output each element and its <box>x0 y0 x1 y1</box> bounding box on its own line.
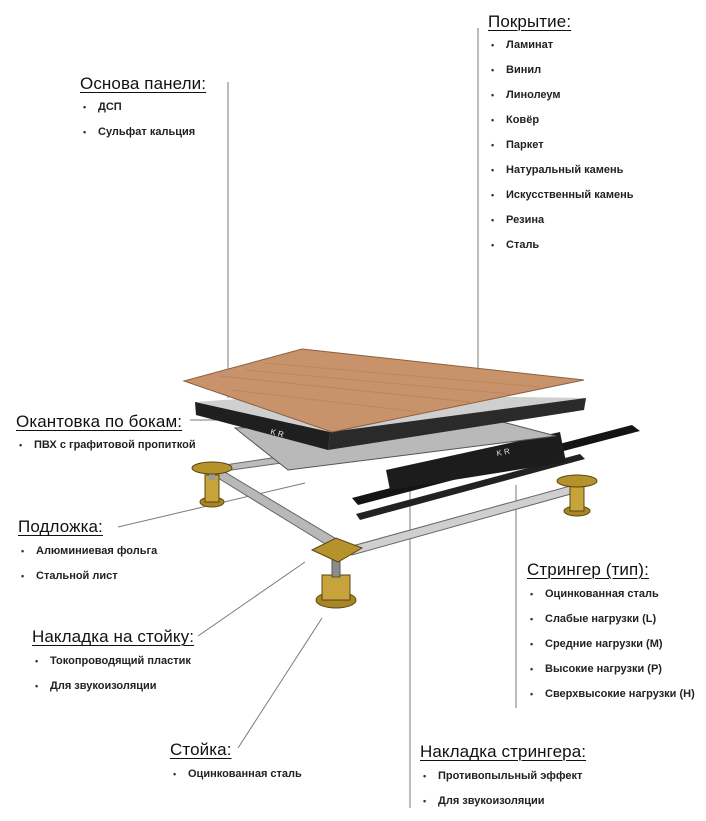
list-item: Слабые нагрузки (L) <box>527 614 695 626</box>
list-item: Сверхвысокие нагрузки (H) <box>527 689 695 701</box>
list-item: Сталь <box>488 240 634 252</box>
stringer-gasket-black-lower <box>356 454 585 520</box>
list-item: Линолеум <box>488 90 634 102</box>
leader-lines <box>117 28 517 808</box>
list-item: Алюминиевая фольга <box>18 546 157 558</box>
list-item: Стальной лист <box>18 571 157 583</box>
label-stringer-gasket-title: Накладка стрингера: <box>420 742 587 761</box>
list-item: Высокие нагрузки (Р) <box>527 664 695 676</box>
label-pedestal-cap-title: Накладка на стойку: <box>32 627 195 646</box>
leader-line-pedestal <box>237 617 323 749</box>
list-item: Токопроводящий пластик <box>32 656 194 668</box>
list-item: Искусственный камень <box>488 190 634 202</box>
label-pedestal: Стойка: Оцинкованная сталь <box>170 740 302 794</box>
label-underlay-title: Подложка: <box>18 517 103 536</box>
pedestal-front <box>310 537 364 609</box>
label-stringer: Стрингер (тип): Оцинкованная стальСлабые… <box>527 560 695 714</box>
label-pedestal-cap: Накладка на стойку: Токопроводящий пласт… <box>32 627 194 706</box>
stringer-gasket-front <box>386 432 566 490</box>
stringer-frame: K R <box>203 425 640 556</box>
label-edge: Окантовка по бокам: ПВХ с графитовой про… <box>16 412 196 465</box>
label-stringer-gasket: Накладка стрингера: Противопыльный эффек… <box>420 742 586 821</box>
label-pedestal-cap-list: Токопроводящий пластикДля звукоизоляции <box>32 656 194 693</box>
pedestal-back-right <box>556 474 598 517</box>
label-stringer-list: Оцинкованная стальСлабые нагрузки (L) Сре… <box>527 589 695 701</box>
stringer-brand-mark: K R <box>496 447 511 458</box>
leader-line-pedestal-cap <box>197 561 306 637</box>
list-item: Сульфат кальция <box>80 127 206 139</box>
label-pedestal-list: Оцинкованная сталь <box>170 769 302 781</box>
list-item: ПВХ с графитовой пропиткой <box>16 440 196 452</box>
label-underlay: Подложка: Алюминиевая фольгаСтальной лис… <box>18 517 157 596</box>
label-underlay-list: Алюминиевая фольгаСтальной лист <box>18 546 157 583</box>
label-stringer-title: Стрингер (тип): <box>527 560 649 579</box>
panel-brand-mark: K R <box>270 427 285 439</box>
label-cover-list: ЛаминатВинилЛинолеумКовёрПаркетНатуральн… <box>488 40 634 252</box>
label-edge-list: ПВХ с графитовой пропиткой <box>16 440 196 452</box>
label-base-list: ДСП Сульфат кальция <box>80 102 206 139</box>
panel-edge-band <box>195 402 330 450</box>
list-item: Резина <box>488 215 634 227</box>
list-item: ДСП <box>80 102 206 114</box>
list-item: Для звукоизоляции <box>420 796 586 808</box>
list-item: Ковёр <box>488 115 634 127</box>
pedestal-cap-front <box>310 537 364 563</box>
list-item: Ламинат <box>488 40 634 52</box>
label-stringer-gasket-list: Противопыльный эффектДля звукоизоляции <box>420 771 586 808</box>
label-cover-title: Покрытие: <box>488 12 572 31</box>
list-item: Натуральный камень <box>488 165 634 177</box>
pedestal-back-left <box>191 461 233 508</box>
list-item: Паркет <box>488 140 634 152</box>
list-item: Оцинкованная сталь <box>527 589 695 601</box>
stringer-rail-left <box>204 464 349 554</box>
label-base-title: Основа панели: <box>80 74 207 93</box>
pedestals <box>191 461 598 609</box>
label-base: Основа панели: ДСП Сульфат кальция <box>80 74 206 152</box>
list-item: Средние нагрузки (M) <box>527 639 695 651</box>
panel-edge-band-side <box>328 398 586 450</box>
label-pedestal-title: Стойка: <box>170 740 232 759</box>
list-item: Противопыльный эффект <box>420 771 586 783</box>
label-edge-title: Окантовка по бокам: <box>16 412 183 431</box>
floor-panel-cover <box>182 348 585 433</box>
label-cover: Покрытие: ЛаминатВинилЛинолеумКовёрПарке… <box>488 12 634 265</box>
list-item: Винил <box>488 65 634 77</box>
list-item: Оцинкованная сталь <box>170 769 302 781</box>
list-item: Для звукоизоляции <box>32 681 194 693</box>
